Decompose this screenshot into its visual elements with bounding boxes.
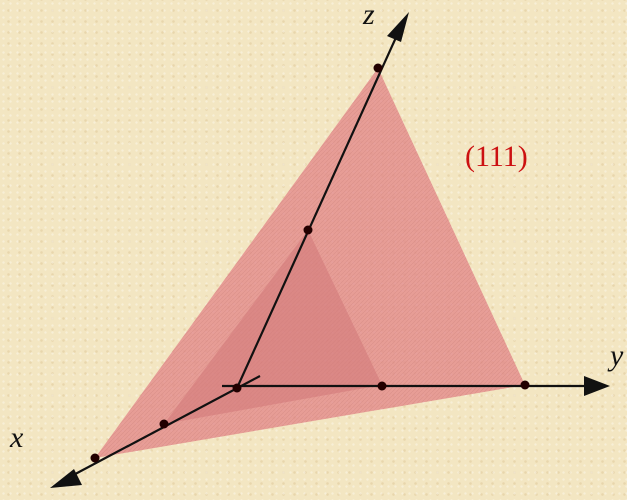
z-half-point <box>303 225 313 235</box>
z-axis-label: z <box>362 0 375 31</box>
y-intercept-point <box>520 380 530 390</box>
plane-111-inner <box>164 230 382 424</box>
x-half-point <box>159 419 169 429</box>
y-axis-label: y <box>607 339 624 372</box>
z-axis <box>235 21 405 389</box>
x-arrowhead-icon <box>50 469 82 488</box>
z-intercept-point <box>373 63 383 73</box>
z-arrowhead-icon <box>387 12 409 42</box>
y-arrowhead-icon <box>584 376 610 396</box>
origin-point <box>232 383 242 393</box>
plane-label: (111) <box>465 140 528 173</box>
x-axis-label: x <box>9 421 24 454</box>
y-half-point <box>377 381 387 391</box>
x-intercept-point <box>90 453 100 463</box>
